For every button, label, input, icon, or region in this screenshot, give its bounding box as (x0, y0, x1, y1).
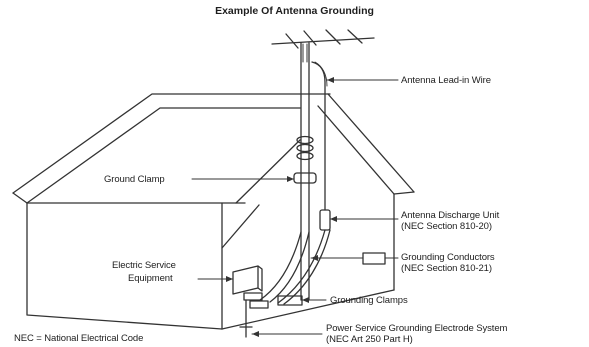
grounding-conductor-label-tab (362, 252, 386, 265)
electric-service-box-icon (232, 265, 263, 295)
ground-clamp-label: Ground Clamp (104, 174, 165, 185)
house-roof (12, 93, 415, 204)
grounding-conductors (259, 231, 302, 301)
antenna-icon (271, 29, 375, 49)
discharge-unit-ref: (NEC Section 810-20) (401, 221, 492, 232)
pointer-arrowheads (226, 77, 337, 337)
standoff-insulators (296, 135, 314, 161)
grounding-clamps-label: Grounding Clamps (330, 295, 408, 306)
grounding-conductors-label: Grounding Conductors (401, 252, 495, 263)
grounding-conductors-ref: (NEC Section 810-21) (401, 263, 492, 274)
house-walls (26, 139, 395, 330)
lead-in-wire (311, 61, 326, 211)
electric-service-label: Electric Service (112, 260, 176, 271)
discharge-unit-label: Antenna Discharge Unit (401, 210, 500, 221)
diagram-title: Example Of Antenna Grounding (215, 5, 374, 17)
power-service-ref: (NEC Art 250 Part H) (326, 334, 413, 345)
antenna-discharge-unit-icon (319, 209, 331, 231)
electric-service-label-line2: Equipment (128, 273, 173, 284)
antenna-mast (300, 42, 310, 301)
lead-in-wire-label: Antenna Lead-in Wire (401, 75, 491, 86)
grounding-clamps-icon (243, 292, 303, 309)
power-service-label: Power Service Grounding Electrode System (326, 323, 508, 334)
nec-footnote: NEC = National Electrical Code (14, 333, 144, 344)
ground-clamp-icon (293, 172, 317, 184)
